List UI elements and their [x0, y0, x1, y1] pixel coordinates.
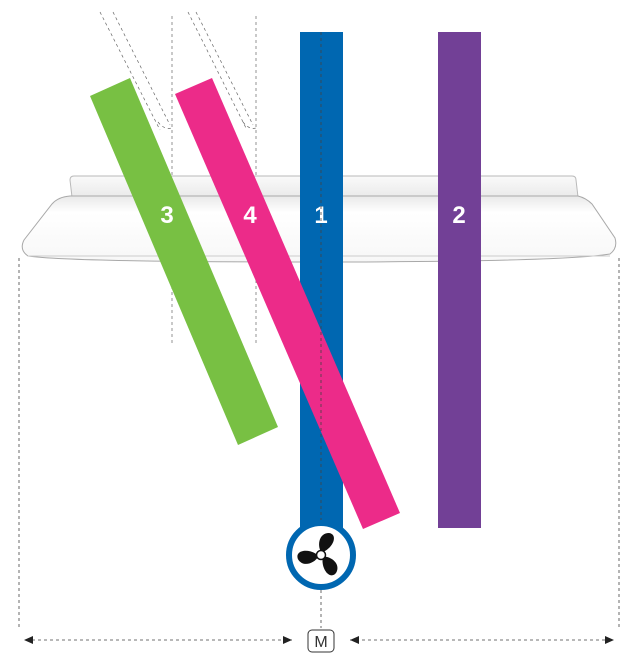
arrow-right-icon: [605, 636, 614, 644]
arrow-right-icon: [283, 636, 292, 644]
arrow-left-icon: [350, 636, 359, 644]
arrow-left-icon: [24, 636, 33, 644]
center-marker-label: M: [314, 634, 327, 651]
angle-arc-3: [158, 122, 172, 128]
strip-2-label: 2: [452, 202, 465, 229]
width-dimension: M: [24, 630, 614, 652]
strip-2: [438, 32, 481, 528]
fan: [289, 523, 353, 587]
strip-3-label: 3: [160, 202, 173, 229]
strip-4-label: 4: [243, 202, 257, 229]
strip-2-bar: [438, 32, 481, 528]
